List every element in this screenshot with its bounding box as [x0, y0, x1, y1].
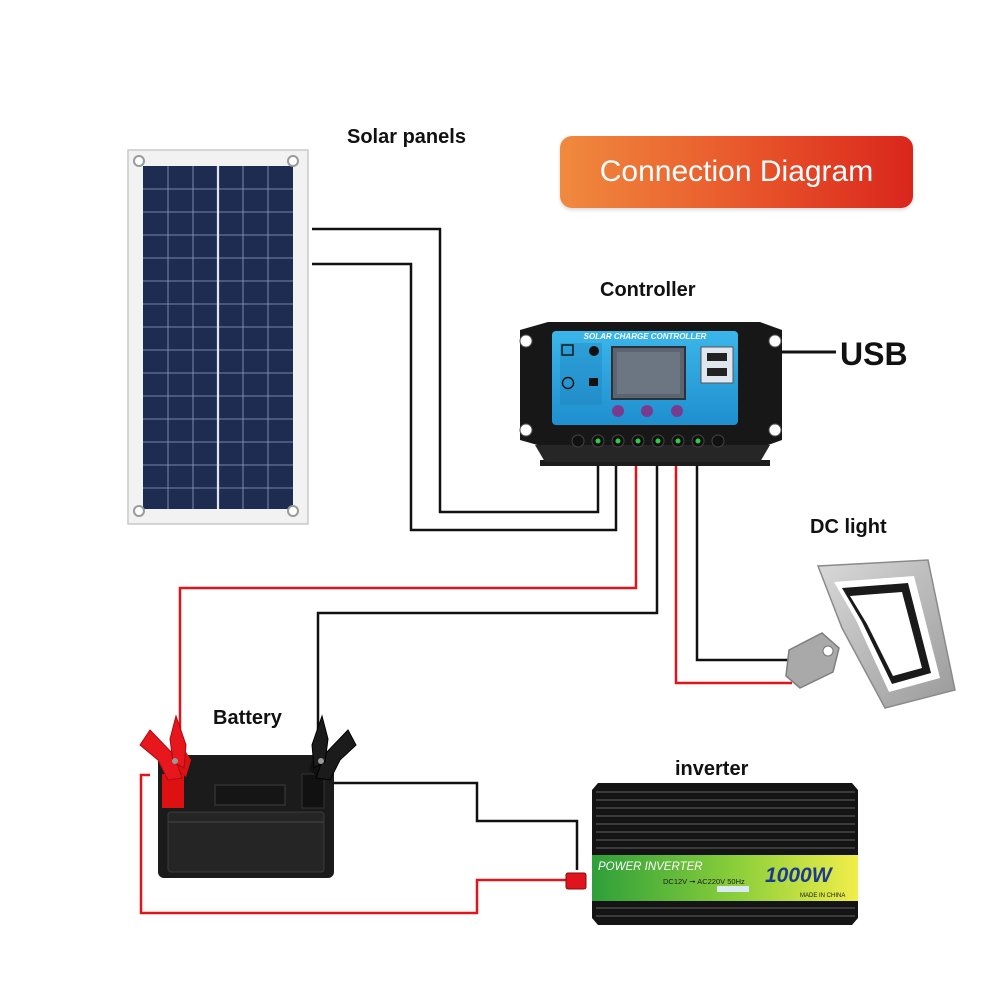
solar-panels-label: Solar panels — [347, 126, 466, 148]
alligator-clip-icon — [139, 714, 191, 781]
alligator-clip-icon — [309, 714, 357, 781]
inverter-spec-text: DC12V ➞ AC220V 50Hz — [663, 877, 745, 886]
usb-label: USB — [840, 336, 908, 372]
battery-label: Battery — [213, 707, 282, 729]
controller-header-text: SOLAR CHARGE CONTROLLER — [584, 332, 707, 341]
inverter-label: inverter — [675, 758, 749, 780]
battery-icon — [158, 755, 334, 878]
diagram-title: Connection Diagram — [599, 155, 874, 188]
light-negative-wire — [695, 462, 792, 662]
battery-positive-wire — [178, 462, 638, 742]
inverter-positive-wire — [139, 773, 567, 915]
flood-light-icon — [785, 559, 956, 709]
solar-wire-2 — [312, 262, 618, 532]
solar-panel-icon — [127, 149, 309, 525]
charge-controller-icon: SOLAR CHARGE CONTROLLER — [519, 322, 782, 466]
inverter-origin-text: MADE IN CHINA — [800, 893, 845, 899]
dc-light-label: DC light — [810, 516, 887, 538]
solar-wire-1 — [312, 227, 600, 514]
inverter-rating-text: 1000W — [765, 864, 834, 887]
diagram-title-banner: Connection Diagram — [560, 136, 913, 208]
inverter-negative-wire — [320, 781, 579, 870]
light-positive-wire — [674, 462, 792, 685]
controller-label: Controller — [600, 279, 696, 301]
wires — [139, 227, 836, 915]
battery-negative-wire — [316, 462, 659, 742]
inverter-brand-text: POWER INVERTER — [598, 861, 703, 873]
power-inverter-icon: POWER INVERTER DC12V ➞ AC220V 50Hz 1000W… — [565, 783, 858, 925]
